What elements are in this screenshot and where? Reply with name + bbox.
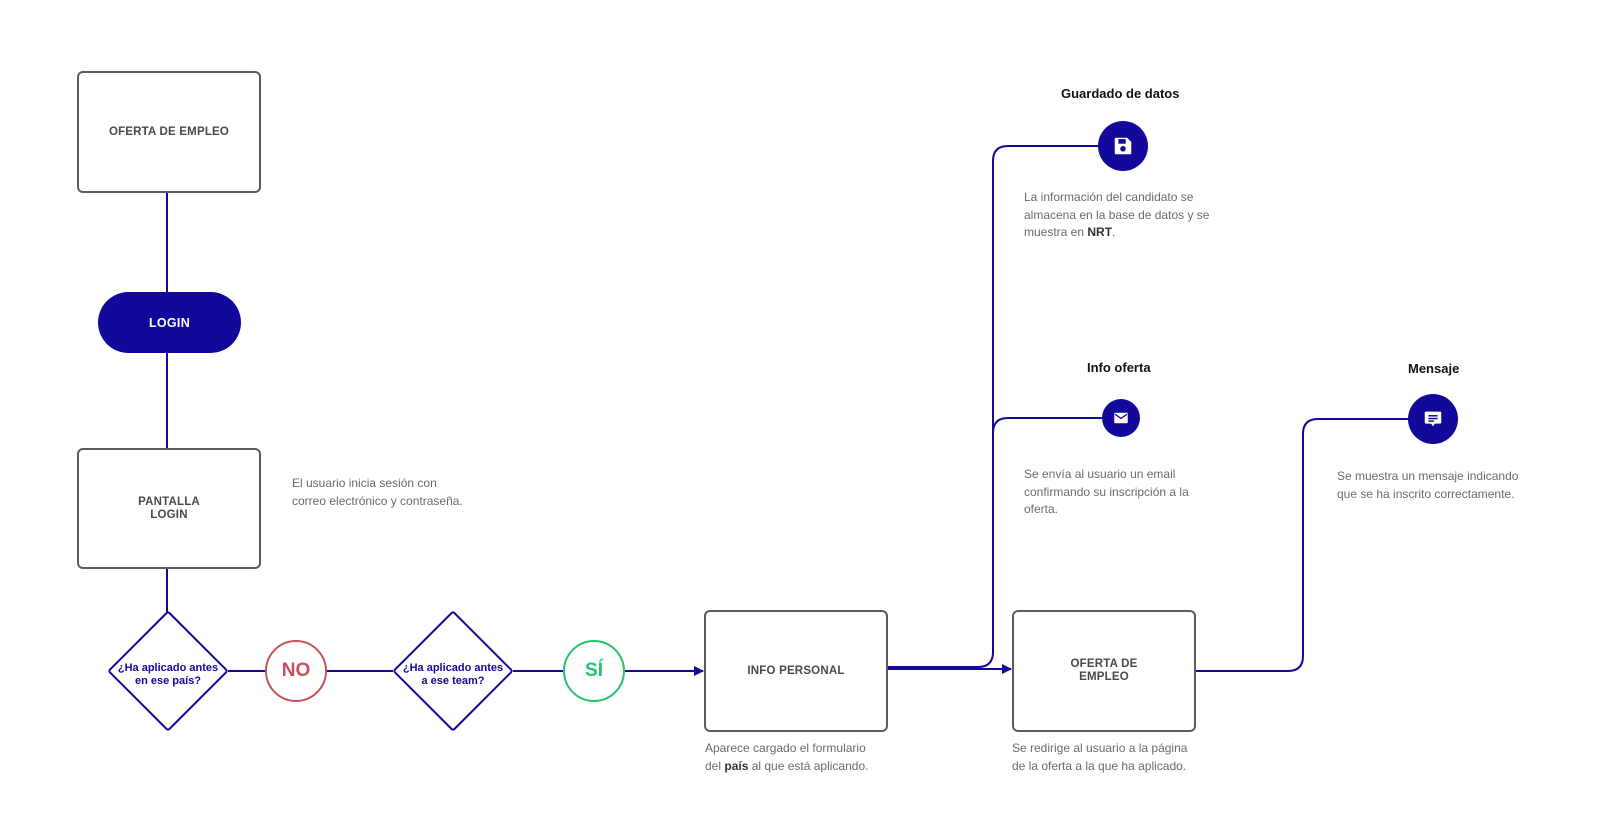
description-info-oferta: Se envía al usuario un email confirmando… xyxy=(1024,466,1189,519)
description-info-oferta-line2: confirmando su inscripción a la xyxy=(1024,484,1189,499)
message-icon xyxy=(1424,411,1442,427)
description-guardado-line1: La información del candidato se xyxy=(1024,190,1194,204)
description-info-personal-keyword: país xyxy=(724,758,749,773)
description-info-personal: Aparece cargado el formulario del país a… xyxy=(705,740,868,775)
description-login-line2: correo electrónico y contraseña. xyxy=(292,493,463,508)
answer-no: NO xyxy=(265,640,327,702)
description-info-oferta-line3: oferta. xyxy=(1024,502,1059,516)
mail-icon xyxy=(1114,412,1128,424)
decision-pais-text: ¿Ha aplicado antes en ese país? xyxy=(113,662,223,688)
answer-si: SÍ xyxy=(563,640,625,702)
description-oferta-empleo: Se redirige al usuario a la página de la… xyxy=(1012,740,1187,775)
decision-pais-keyword: país? xyxy=(172,675,202,687)
description-guardado-keyword: NRT xyxy=(1087,225,1113,239)
decision-team-line1: ¿Ha aplicado antes xyxy=(402,662,504,674)
box-pantalla-login: PANTALLA LOGIN xyxy=(77,448,261,569)
description-mensaje: Se muestra un mensaje indicando que se h… xyxy=(1337,468,1518,503)
description-info-personal-suffix: al que está aplicando. xyxy=(748,758,869,773)
connector-to-guardado xyxy=(888,145,1100,668)
description-info-personal-prefix: del xyxy=(705,758,725,773)
info-oferta-node xyxy=(1102,399,1140,437)
connector-to-mensaje xyxy=(1194,418,1412,672)
connector-to-info-oferta xyxy=(992,417,1104,434)
description-oferta-empleo-line2: de la oferta a la que ha aplicado. xyxy=(1012,758,1187,773)
decision-team-text: ¿Ha aplicado antes a ese team? xyxy=(398,662,508,688)
description-login: El usuario inicia sesión con correo elec… xyxy=(292,475,463,510)
description-info-personal-line1: Aparece cargado el formulario xyxy=(705,741,866,755)
login-node: LOGIN xyxy=(98,292,241,353)
mensaje-node xyxy=(1408,394,1458,444)
box-oferta-empleo-bottom: OFERTA DE EMPLEO xyxy=(1012,610,1196,732)
box-info-personal: INFO PERSONAL xyxy=(704,610,888,732)
description-login-line1: El usuario inicia sesión con xyxy=(292,476,437,490)
title-guardado: Guardado de datos xyxy=(1061,86,1180,101)
save-icon xyxy=(1114,137,1132,155)
title-mensaje: Mensaje xyxy=(1408,361,1460,376)
description-info-oferta-line1: Se envía al usuario un email xyxy=(1024,467,1176,481)
description-mensaje-line2: que se ha inscrito correctamente. xyxy=(1337,486,1515,501)
description-oferta-empleo-line1: Se redirige al usuario a la página xyxy=(1012,741,1188,755)
decision-pais-line2: en ese xyxy=(134,675,173,687)
decision-team-keyword: team? xyxy=(452,675,485,687)
description-guardado: La información del candidato se almacena… xyxy=(1024,189,1209,242)
guardado-node xyxy=(1098,121,1148,171)
box-oferta-empleo-top: OFERTA DE EMPLEO xyxy=(77,71,261,193)
description-guardado-suffix: . xyxy=(1112,225,1116,239)
title-info-oferta: Info oferta xyxy=(1087,360,1151,375)
description-mensaje-line1: Se muestra un mensaje indicando xyxy=(1337,469,1519,483)
description-guardado-prefix: muestra en xyxy=(1024,225,1088,239)
decision-pais-line1: ¿Ha aplicado antes xyxy=(117,662,219,674)
decision-team-line2: a ese xyxy=(421,675,453,687)
description-guardado-line2: almacena en la base de datos y se xyxy=(1024,207,1210,222)
